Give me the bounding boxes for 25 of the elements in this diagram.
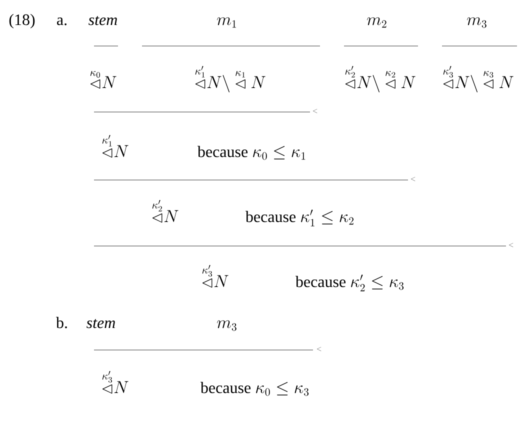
category-formula: $\overset{\kappa_1'}{\lhd} N$ [102,135,128,158]
justification-text: $\text{because } \kappa_1' \leq \kappa_2$ [245,210,354,226]
category-formula: $\overset{\kappa_3'}{\lhd} N$ [102,371,128,394]
justification-text: $\text{because } \kappa_0 \leq \kappa_1$ [197,146,306,160]
morpheme-label: $m_3$ [217,320,236,331]
item-letter: b. [56,316,67,328]
rule-mark: < [312,108,318,114]
example-number: (18) [9,14,35,28]
category-formula: $\overset{\kappa_0}{\lhd} N$ [90,70,116,89]
morpheme-label: $m_1$ [217,17,236,28]
word-label: stem [86,319,115,328]
rule-mark: < [316,346,322,352]
category-formula: $\overset{\kappa_3'}{\lhd} N\backslash \overset{\kappa_3}{\lhd} N$ [443,66,514,92]
item-letter: a. [57,18,66,26]
category-formula: $\overset{\kappa_2'}{\lhd} N$ [152,200,178,223]
category-formula: $\overset{\kappa_3'}{\lhd} N$ [202,265,228,288]
rule-mark: < [508,242,514,248]
justification-text: $\text{because } \kappa_0 \leq \kappa_3$ [200,382,309,396]
morpheme-label: $m_2$ [367,17,386,28]
morpheme-label: $m_3$ [467,17,486,28]
category-formula: $\overset{\kappa_2'}{\lhd} N\backslash \overset{\kappa_2}{\lhd} N$ [345,66,416,92]
category-formula: $\overset{\kappa_1'}{\lhd} N\backslash \overset{\kappa_1}{\lhd} N$ [195,66,266,92]
rule-mark: < [410,176,416,182]
word-label: stem [88,16,117,26]
justification-text: $\text{because } \kappa_2' \leq \kappa_3$ [295,274,404,292]
